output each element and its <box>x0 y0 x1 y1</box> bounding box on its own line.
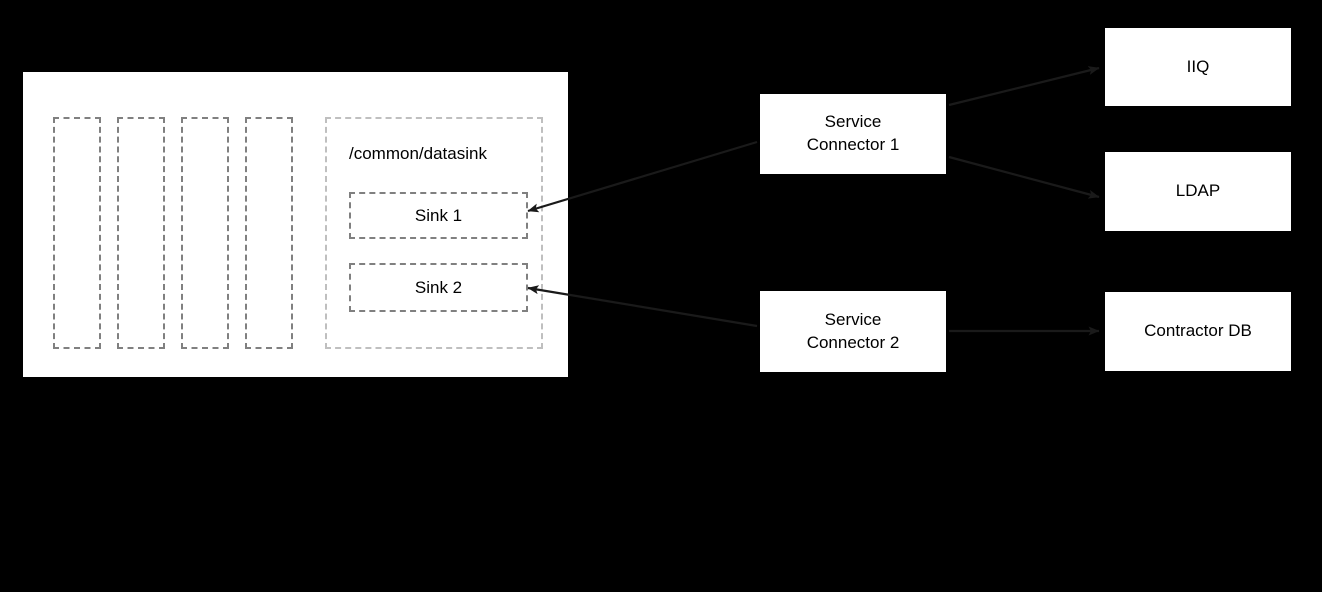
sink-2-label: Sink 2 <box>414 277 463 297</box>
source-panel: /common/datasink Sink 1 Sink 2 <box>23 72 568 377</box>
target-box-ldap[interactable]: LDAP <box>1103 150 1293 233</box>
target-box-contractor-db[interactable]: Contractor DB <box>1103 290 1293 373</box>
service-connector-2-box[interactable]: Service Connector 2 <box>758 289 948 374</box>
placeholder-column-1 <box>53 117 101 349</box>
service-connector-2-label: Service Connector 2 <box>806 309 900 352</box>
target-contractor-db-label: Contractor DB <box>1144 321 1252 341</box>
placeholder-column-3 <box>181 117 229 349</box>
edge-connector1-to-iiq <box>948 66 1100 107</box>
placeholder-column-4 <box>245 117 293 349</box>
service-connector-1-label: Service Connector 1 <box>806 112 900 154</box>
sink-box-2[interactable]: Sink 2 <box>349 263 528 312</box>
sink-1-label: Sink 1 <box>414 205 463 225</box>
placeholder-column-2 <box>117 117 165 349</box>
service-connector-1-box[interactable]: Service Connector 1 <box>758 92 948 176</box>
sink-box-1[interactable]: Sink 1 <box>349 192 528 239</box>
target-ldap-label: LDAP <box>1175 181 1221 201</box>
datasink-label: /common/datasink <box>349 144 487 163</box>
target-box-iiq[interactable]: IIQ <box>1103 26 1293 108</box>
target-iiq-label: IIQ <box>1186 56 1210 76</box>
datasink-group[interactable]: /common/datasink Sink 1 Sink 2 <box>325 117 543 349</box>
edge-connector1-to-ldap <box>948 155 1100 199</box>
